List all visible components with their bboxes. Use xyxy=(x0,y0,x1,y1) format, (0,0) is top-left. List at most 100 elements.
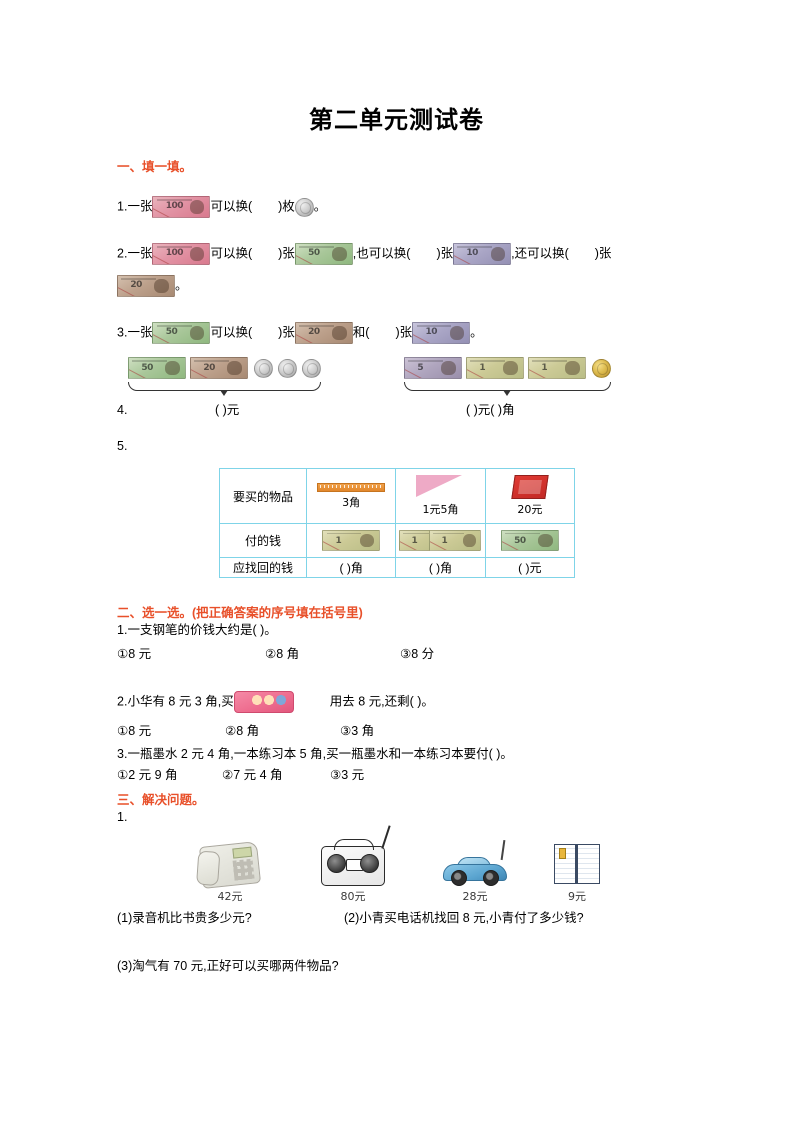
row-label-paid: 付的钱 xyxy=(219,523,307,558)
coin-silver xyxy=(254,358,273,378)
q2-number: 2. xyxy=(117,246,128,261)
banknote-50-yuan: 50 xyxy=(128,357,186,379)
q2-text-2: 可以换( xyxy=(210,246,253,261)
q3-text-1: 一张 xyxy=(127,325,153,340)
s2q2-text-before: 小华有 8 元 3 角,买 xyxy=(127,694,234,709)
coin-silver xyxy=(278,358,297,378)
table-row-change: 应找回的钱 ( )角 ( )角 ( )元 xyxy=(219,557,576,578)
banknote-1-yuan: 1 xyxy=(528,357,586,379)
book-price: 9元 xyxy=(568,890,586,903)
page-title: 第二单元测试卷 xyxy=(309,107,484,134)
section3-number: 1. xyxy=(117,810,128,824)
triangle-ruler-price: 1元5角 xyxy=(422,503,459,516)
toy-car-price: 28元 xyxy=(462,890,488,903)
banknote-10-yuan: 10 xyxy=(453,243,512,265)
change-blank-2[interactable]: ( )角 xyxy=(395,557,486,578)
section-2-heading: 二、选一选。(把正确答案的序号填在括号里) xyxy=(117,606,363,620)
q4-left-brace-tip xyxy=(220,390,228,396)
q2-text-3: )张 xyxy=(278,246,295,261)
q2-text-8: 。 xyxy=(175,278,188,293)
s2q3-option-1[interactable]: ①2 元 9 角 xyxy=(117,768,178,782)
open-book-icon xyxy=(522,828,632,886)
table-row-items: 要买的物品 3角 1元5角 20元 xyxy=(219,468,576,524)
s2q2-number: 2. xyxy=(117,694,128,709)
cell-item-ruler: 3角 xyxy=(305,468,397,524)
section2-q2: 2.小华有 8 元 3 角,买用去 8 元,还剩( )。 xyxy=(117,691,434,713)
product-toy-car: 28元 xyxy=(420,828,530,904)
telephone-icon xyxy=(175,828,285,889)
q4-left-answer-blank[interactable]: ( )元 xyxy=(215,403,240,417)
cell-item-triangle-ruler: 1元5角 xyxy=(395,468,486,524)
triangle-ruler-icon xyxy=(416,475,464,499)
radio-icon xyxy=(298,825,408,886)
banknote-10-yuan: 10 xyxy=(412,322,471,344)
coin-gold xyxy=(592,358,611,378)
banknote-1-yuan: 1 xyxy=(466,357,524,379)
q4-right-brace-tip xyxy=(503,390,511,396)
coin-silver xyxy=(302,358,321,378)
s2q3-number: 3. xyxy=(117,747,128,761)
banknote-100-yuan: 100 xyxy=(152,243,211,265)
coin-1-yuan xyxy=(294,197,314,217)
book-price: 20元 xyxy=(517,503,543,516)
cell-paid-1: 1 xyxy=(305,523,397,558)
banknote-1-yuan: 1 xyxy=(429,530,482,551)
row-label-items: 要买的物品 xyxy=(219,468,307,524)
s2q1-option-2[interactable]: ②8 角 xyxy=(265,647,300,661)
section3-question-3: (3)淘气有 70 元,正好可以买哪两件物品? xyxy=(117,959,339,973)
shopping-table: 要买的物品 3角 1元5角 20元 付的钱 xyxy=(219,468,576,578)
book-icon xyxy=(511,475,549,499)
s2q3-text: 一瓶墨水 2 元 4 角,一本练习本 5 角,买一瓶墨水和一本练习本要付( )。 xyxy=(127,747,513,761)
banknote-50-yuan: 50 xyxy=(152,322,211,344)
banknote-100-yuan: 100 xyxy=(152,196,211,218)
toy-car-icon xyxy=(420,828,530,886)
s2q1-option-1[interactable]: ①8 元 xyxy=(117,647,152,661)
product-radio: 80元 xyxy=(298,825,408,904)
s2q3-option-3[interactable]: ③3 元 xyxy=(330,768,365,782)
s2q2-option-2[interactable]: ②8 角 xyxy=(225,724,260,738)
pencil-case-icon xyxy=(233,691,294,713)
product-telephone: 42元 xyxy=(175,828,285,904)
banknote-20-yuan: 20 xyxy=(294,322,353,344)
q3-text-2: 可以换( xyxy=(210,325,253,340)
q4-right-answer-blank[interactable]: ( )元( )角 xyxy=(466,403,515,417)
banknote-50-yuan: 50 xyxy=(294,243,353,265)
q1-number: 1. xyxy=(117,199,128,214)
q2-text-5: )张 xyxy=(436,246,454,261)
q3-number: 3. xyxy=(117,325,128,340)
banknote-20-yuan: 20 xyxy=(190,357,248,379)
section-3-heading: 三、解决问题。 xyxy=(117,793,205,807)
q1-text-3: )枚 xyxy=(278,199,295,214)
section2-q3: 3.一瓶墨水 2 元 4 角,一本练习本 5 角,买一瓶墨水和一本练习本要付( … xyxy=(117,748,513,761)
section3-question-2: (2)小青买电话机找回 8 元,小青付了多少钱? xyxy=(344,911,584,925)
section-1-heading: 一、填一填。 xyxy=(117,160,193,174)
banknote-1-yuan: 1 xyxy=(322,530,381,551)
q3-text-3: )张 xyxy=(278,325,295,340)
s2q1-option-3[interactable]: ③8 分 xyxy=(400,647,435,661)
q1-text-2: 可以换( xyxy=(210,199,253,214)
ruler-price: 3角 xyxy=(342,495,361,509)
s2q2-option-3[interactable]: ③3 角 xyxy=(340,724,375,738)
row-label-change: 应找回的钱 xyxy=(219,557,307,578)
change-blank-1[interactable]: ( )角 xyxy=(305,557,397,578)
q1-text-4: 。 xyxy=(313,199,327,214)
radio-price: 80元 xyxy=(340,890,366,903)
product-book: 9元 xyxy=(522,828,632,904)
s2q2-option-1[interactable]: ①8 元 xyxy=(117,724,152,738)
section2-q1: 1.一支钢笔的价钱大约是( )。 xyxy=(117,624,277,637)
banknote-50-yuan: 50 xyxy=(500,530,559,551)
cell-item-book: 20元 xyxy=(484,468,576,524)
q3-text-6: 。 xyxy=(470,325,483,340)
q3-text-4: 和( xyxy=(352,325,370,340)
q2-text-7: )张 xyxy=(594,246,612,261)
change-blank-3[interactable]: ( )元 xyxy=(484,557,576,578)
s2q3-option-2[interactable]: ②7 元 4 角 xyxy=(222,768,283,782)
